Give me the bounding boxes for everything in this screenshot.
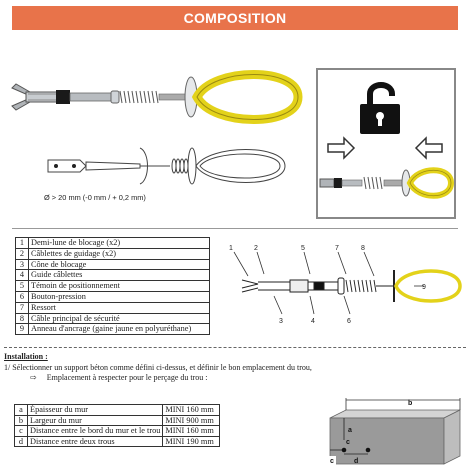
part-label: Témoin de positionnement (28, 280, 210, 292)
unlock-icon (360, 82, 400, 134)
dimension-value: MINI 190 mm (162, 435, 221, 447)
wall-label-b: b (408, 400, 412, 407)
wall-label-c2: c (330, 458, 334, 465)
unlock-illustration (319, 82, 455, 199)
part-number: 1 (15, 237, 29, 249)
wall-label-d: d (354, 458, 358, 465)
part-label: Ressort (28, 301, 210, 314)
dimension-key: d (14, 435, 28, 447)
part-number-label: 2 (254, 245, 258, 252)
wall-label-c: c (346, 439, 350, 446)
dimension-value: MINI 160 mm (162, 425, 221, 437)
part-number-label: 3 (279, 318, 283, 325)
part-number-label: 9 (422, 284, 426, 291)
part-number: 6 (15, 290, 29, 303)
installation-step-1b-text: Emplacement à respecter pour le perçage … (46, 373, 208, 382)
dimension-key: b (14, 414, 28, 426)
part-number: 9 (15, 323, 29, 336)
wall-label-a: a (348, 427, 352, 434)
installation-block: Installation : 1/ Sélectionner un suppor… (4, 352, 312, 384)
part-number: 4 (15, 269, 29, 282)
part-label: Câble principal de sécurité (28, 312, 210, 325)
dimension-label: Largeur du mur (26, 414, 164, 426)
anchor-product-illustration (11, 70, 303, 124)
installation-step-1: 1/ Sélectionner un support béton comme d… (4, 362, 312, 372)
part-number-label: 8 (361, 245, 365, 252)
part-number: 5 (15, 280, 29, 292)
part-number-label: 6 (347, 318, 351, 325)
section-divider-dashed (4, 347, 466, 348)
part-label: Guide câblettes (28, 269, 210, 282)
dimension-label: Distance entre deux trous (26, 435, 164, 447)
part-number: 3 (15, 258, 29, 271)
part-number-label: 7 (335, 245, 339, 252)
part-number: 2 (15, 247, 29, 260)
arrow-right-icon: ⇨ (30, 373, 37, 382)
part-label: Bouton-pression (28, 290, 210, 303)
part-number: 7 (15, 301, 29, 314)
part-number: 8 (15, 312, 29, 325)
installation-title: Installation : (4, 352, 48, 361)
dimension-value: MINI 900 mm (162, 414, 221, 426)
dimension-key: a (14, 404, 28, 416)
dimension-label: Distance entre le bord du mur et le trou (26, 425, 164, 437)
part-label: Câblettes de guidage (x2) (28, 247, 210, 260)
arrow-right-icon (327, 136, 356, 160)
hole-marker (365, 447, 371, 453)
diameter-note: Ø > 20 mm (-0 mm / + 0,2 mm) (44, 193, 146, 202)
dimension-key: c (14, 425, 28, 437)
exploded-diagram: 1 2 3 4 5 6 7 8 9 (229, 245, 462, 325)
hole-marker (341, 447, 347, 453)
part-number-label: 4 (311, 318, 315, 325)
installation-step-1b: ⇨ Emplacement à respecter pour le perçag… (4, 373, 312, 384)
anchor-schematic (47, 147, 286, 185)
hole-marker (54, 164, 58, 168)
unlock-panel (316, 68, 456, 219)
banner-title: COMPOSITION (183, 10, 287, 26)
part-number-label: 5 (301, 245, 305, 252)
part-label: Demi-lune de blocage (x2) (28, 237, 210, 249)
wall-diagram: a b c c d (328, 398, 461, 465)
part-label: Cône de blocage (28, 258, 210, 271)
dimension-value: MINI 160 mm (162, 404, 221, 416)
composition-banner: COMPOSITION (12, 6, 458, 30)
hole-marker (72, 164, 76, 168)
arrow-left-icon (414, 136, 443, 160)
dimension-label: Épaisseur du mur (26, 404, 164, 416)
part-label: Anneau d'ancrage (gaine jaune en polyuré… (28, 323, 210, 336)
section-divider (12, 228, 458, 229)
part-number-label: 1 (229, 245, 233, 252)
